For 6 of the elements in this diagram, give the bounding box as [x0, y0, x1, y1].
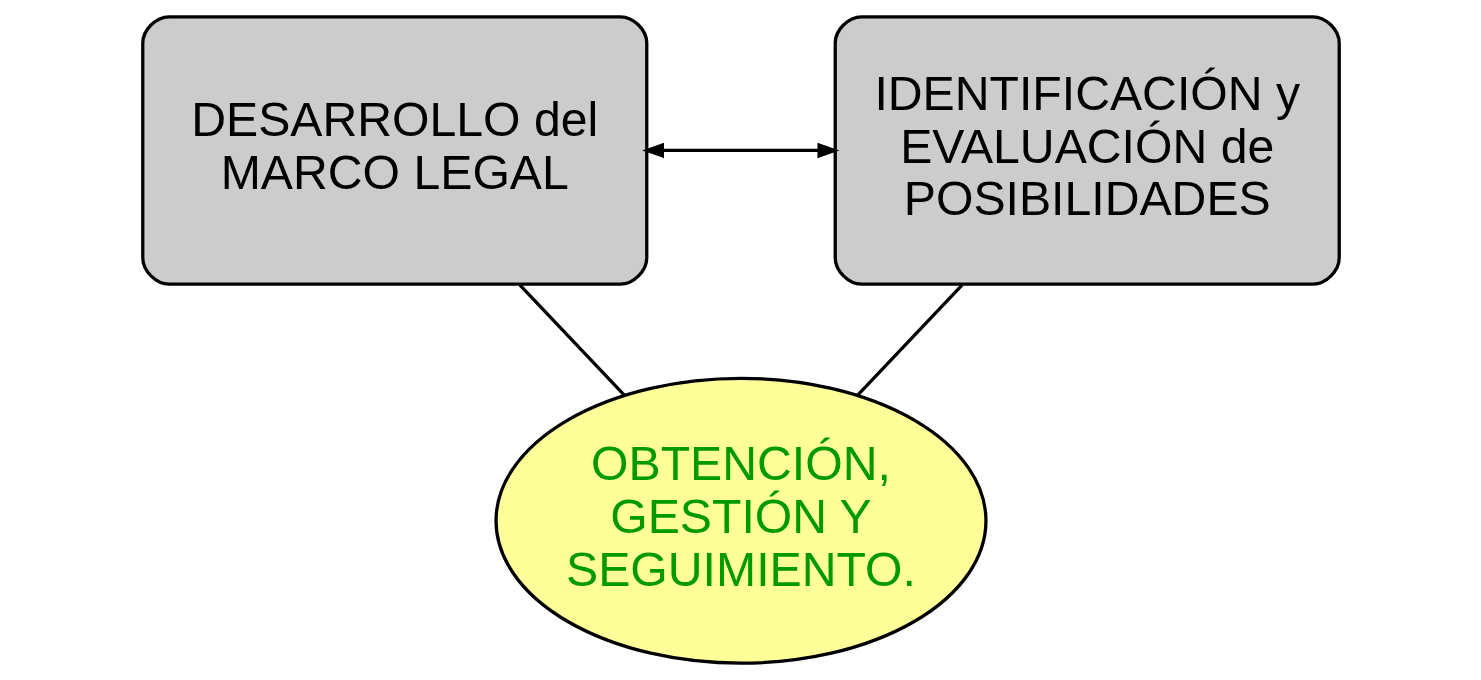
node-box: DESARROLLO del MARCO LEGAL	[140, 15, 648, 286]
connector	[518, 283, 625, 397]
arrow	[641, 142, 839, 159]
node-box: IDENTIFICACIÓN y EVALUACIÓN de POSIBILIDADES	[833, 15, 1341, 286]
connector	[856, 283, 963, 397]
node-ellipse: OBTENCIÓN, GESTIÓN Y SEGUIMIENTO.	[493, 376, 988, 665]
